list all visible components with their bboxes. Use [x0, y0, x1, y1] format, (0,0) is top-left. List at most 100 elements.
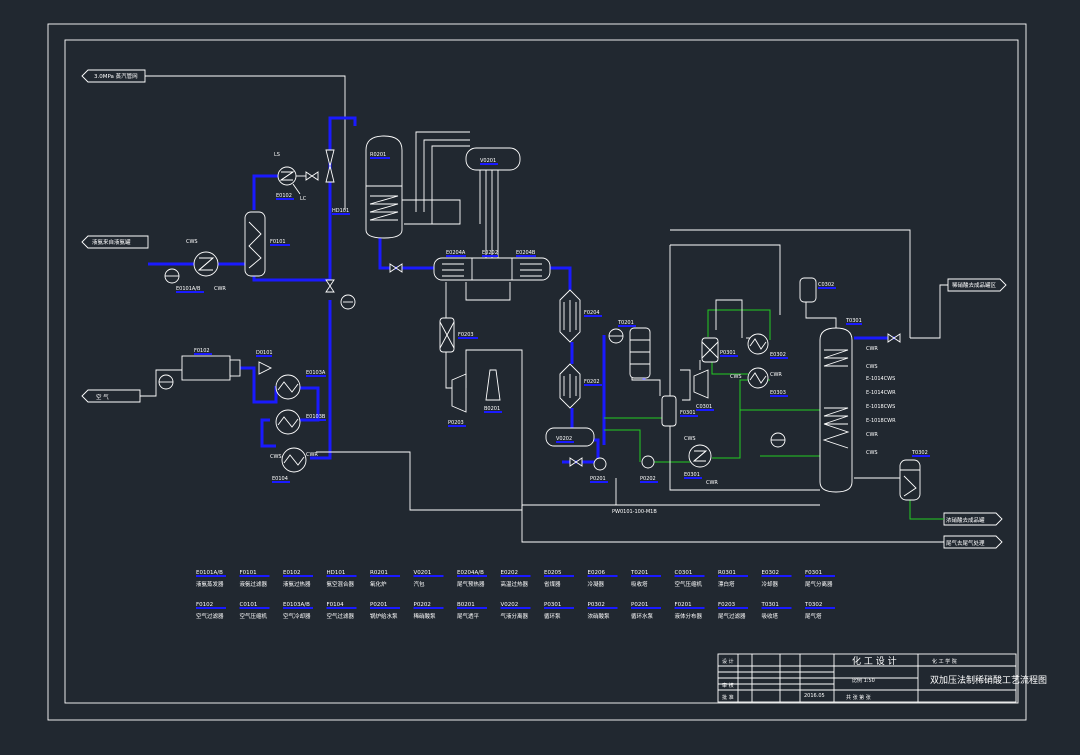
- legend-code: P0201: [631, 602, 648, 608]
- legend-name: 空气过滤器: [327, 612, 355, 620]
- legend-code: E0206: [588, 570, 606, 576]
- svg-text:E-1014CWR: E-1014CWR: [866, 390, 896, 396]
- svg-text:C0301: C0301: [696, 404, 712, 410]
- legend-name: 浓硝酸泵: [588, 612, 611, 620]
- cooler-e0103a: E0103A: [275, 370, 326, 400]
- legend-name: 尾气塔: [805, 612, 822, 620]
- process-lines: [316, 131, 948, 543]
- svg-text:F0102: F0102: [194, 348, 210, 354]
- legend-name: 尾气预热器: [457, 580, 485, 588]
- svg-text:B0201: B0201: [484, 406, 500, 412]
- inline-valve: [389, 263, 403, 273]
- svg-text:E0204A: E0204A: [446, 250, 466, 256]
- pump-p0201: P0201: [569, 457, 608, 483]
- legend-name: 循环泵: [544, 612, 561, 620]
- stream-steam-label: 3.0MPa 蒸汽管网: [94, 72, 138, 80]
- svg-text:P0202: P0202: [640, 476, 656, 482]
- legend-name: 空气冷却器: [283, 612, 311, 620]
- column-t0301: T0301 CWR CWS E-1014CWS E-1014CWR E-1018…: [819, 318, 896, 493]
- inner-frame: [64, 39, 1019, 704]
- stream-tail-gas-label: 尾气去尾气处理: [946, 539, 985, 547]
- svg-text:CWR: CWR: [706, 480, 718, 486]
- svg-text:E-1018CWR: E-1018CWR: [866, 418, 896, 424]
- svg-text:LC: LC: [300, 196, 307, 202]
- svg-text:T0302: T0302: [911, 450, 928, 456]
- svg-text:E0301: E0301: [684, 472, 700, 478]
- legend-name: 液氨过滤器: [240, 580, 268, 588]
- legend-code: P0301: [544, 602, 561, 608]
- legend-name: 省煤器: [544, 580, 561, 588]
- svg-text:审 核: 审 核: [722, 682, 734, 689]
- legend-code: E0101A/B: [196, 570, 223, 576]
- legend-code: R0201: [370, 570, 388, 576]
- legend-code: F0102: [196, 602, 213, 608]
- svg-text:C0302: C0302: [818, 282, 834, 288]
- absorber-t0201: T0201: [608, 320, 651, 379]
- svg-text:D0101: D0101: [256, 350, 273, 356]
- control-valve: [325, 279, 356, 310]
- compressor-c0301: C0301: [693, 369, 714, 411]
- filter-p0301: P0301: [701, 337, 738, 363]
- legend-code: E0103A/B: [283, 602, 310, 608]
- legend-name: 锅炉给水泵: [370, 612, 398, 620]
- legend-name: 高温过热器: [501, 580, 529, 588]
- legend-name: 尾气过滤器: [718, 612, 746, 620]
- svg-text:CWR: CWR: [866, 346, 878, 352]
- svg-text:F0301: F0301: [680, 410, 696, 416]
- legend-name: 吸收塔: [631, 580, 648, 588]
- svg-text:R0201: R0201: [370, 152, 386, 158]
- legend-name: 气液分离器: [501, 612, 529, 620]
- svg-text:E0104: E0104: [272, 476, 288, 482]
- svg-text:HD101: HD101: [332, 208, 349, 214]
- svg-text:E-1014CWS: E-1014CWS: [866, 376, 895, 382]
- legend-code: C0101: [240, 602, 258, 608]
- svg-text:化 工 学 院: 化 工 学 院: [932, 658, 957, 665]
- tail-gas-turbine: P0203 B0201: [448, 369, 502, 427]
- svg-text:CWS: CWS: [866, 450, 878, 456]
- legend-code: E0102: [283, 570, 300, 576]
- svg-text:2016.05: 2016.05: [804, 693, 825, 699]
- legend-code: T0201: [630, 570, 648, 576]
- svg-text:E0303: E0303: [770, 390, 786, 396]
- svg-text:P0203: P0203: [448, 420, 464, 426]
- svg-text:T0201: T0201: [617, 320, 634, 326]
- svg-text:CWR: CWR: [770, 372, 782, 378]
- legend-code: C0301: [675, 570, 693, 576]
- outer-frame: [47, 23, 1027, 721]
- legend-code: R0301: [718, 570, 736, 576]
- legend-name: 稀硝酸泵: [414, 612, 437, 620]
- legend-code: P0302: [588, 602, 605, 608]
- svg-text:F0204: F0204: [584, 310, 600, 316]
- vessel-c0302: C0302: [799, 277, 836, 303]
- legend-name: 漂白塔: [718, 580, 735, 588]
- legend-code: P0201: [370, 602, 387, 608]
- air-filter-f0102: F0102: [140, 348, 241, 397]
- stream-air-label: 空 气: [96, 393, 109, 401]
- evaporator-e0101: CWS CWR E0101A/B: [164, 239, 226, 293]
- cooler-e0301: CWS CWR E0301: [684, 436, 718, 486]
- svg-text:比例 1:50: 比例 1:50: [852, 677, 875, 684]
- stream-product: 浓硝酸去成品罐: [943, 512, 1003, 526]
- legend-code: E0205: [544, 570, 562, 576]
- legend-code: B0201: [457, 602, 475, 608]
- svg-text:T0301: T0301: [845, 318, 862, 324]
- mixer-hd101: HD101: [325, 149, 350, 215]
- svg-text:CWR: CWR: [866, 432, 878, 438]
- legend-name: 冷却器: [762, 580, 779, 588]
- utility-pipes: [604, 309, 944, 520]
- legend-code: V0202: [501, 602, 519, 608]
- legend-name: 汽包: [414, 580, 426, 588]
- e0101-tag: E0101A/B: [176, 286, 201, 292]
- svg-text:V0202: V0202: [556, 436, 572, 442]
- svg-text:P0201: P0201: [590, 476, 606, 482]
- svg-text:LS: LS: [274, 152, 280, 158]
- title-block: 设 计 审 核 批 准 化 工 设 计 比例 1:50 2016.05 共 张 …: [717, 653, 1047, 703]
- legend-code: E0204A/B: [457, 570, 484, 576]
- stream-ammonia: 液氨来自液氨罐: [81, 235, 149, 249]
- pipe-spec-label: PW0101-100-M1B: [612, 509, 657, 515]
- filter-f0202: F0202: [559, 363, 602, 409]
- stream-ammonia-label: 液氨来自液氨罐: [92, 238, 131, 246]
- svg-text:E0202: E0202: [482, 250, 498, 256]
- separator-f0301: F0301: [661, 395, 698, 427]
- heat-exchanger-train: E0204A E0202 E0204B: [433, 250, 551, 281]
